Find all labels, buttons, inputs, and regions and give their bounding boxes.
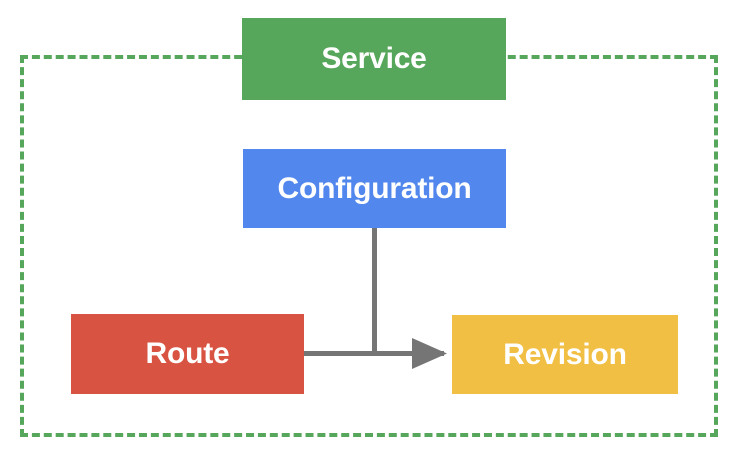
node-service[interactable]: Service — [242, 18, 506, 100]
node-configuration[interactable]: Configuration — [243, 149, 506, 228]
node-configuration-label: Configuration — [277, 171, 472, 205]
node-revision[interactable]: Revision — [452, 315, 678, 394]
node-route-label: Route — [145, 337, 230, 370]
node-service-label: Service — [321, 42, 427, 75]
node-revision-label: Revision — [503, 337, 627, 371]
node-route[interactable]: Route — [71, 314, 304, 394]
